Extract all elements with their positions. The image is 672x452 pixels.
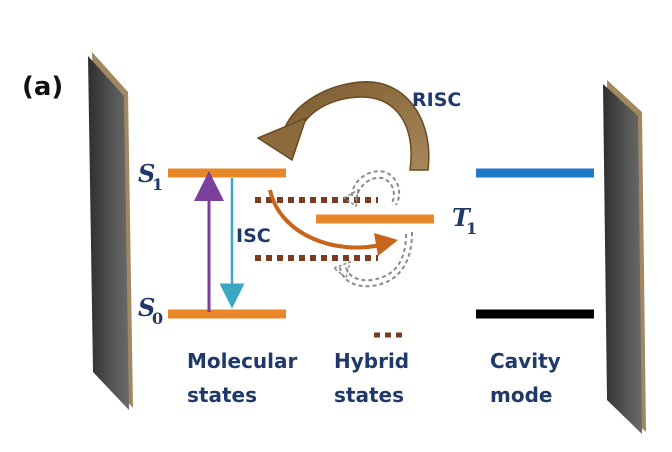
left-mirror — [88, 52, 133, 410]
svg-text:Hybrid: Hybrid — [334, 349, 409, 373]
svg-text:states: states — [187, 383, 257, 407]
right-mirror — [603, 80, 646, 434]
svg-text:0: 0 — [152, 309, 163, 328]
svg-text:1: 1 — [466, 219, 477, 238]
panel-label: (a) — [22, 72, 63, 102]
molecular-states-caption: Molecular states — [187, 349, 298, 407]
svg-text:states: states — [334, 383, 404, 407]
svg-text:S: S — [138, 293, 155, 322]
svg-text:1: 1 — [152, 175, 163, 194]
svg-text:S: S — [138, 159, 155, 188]
s1-label: S 1 — [138, 159, 163, 194]
cavity-mode-caption: Cavity mode — [490, 349, 561, 407]
t1-label: T 1 — [452, 203, 477, 238]
risc-label: RISC — [412, 89, 461, 111]
svg-text:mode: mode — [490, 383, 552, 407]
svg-text:T: T — [452, 203, 472, 232]
isc-label: ISC — [236, 225, 271, 247]
hybrid-states-caption: Hybrid states — [334, 349, 409, 407]
svg-text:Cavity: Cavity — [490, 349, 561, 373]
hybrid-lower-loop-arrow — [332, 231, 413, 288]
svg-text:Molecular: Molecular — [187, 349, 298, 373]
risc-arrow — [256, 81, 430, 171]
s0-label: S 0 — [138, 293, 163, 328]
triplet-transfer-arrow — [268, 189, 398, 256]
hybrid-upper-loop-arrow — [342, 170, 401, 208]
